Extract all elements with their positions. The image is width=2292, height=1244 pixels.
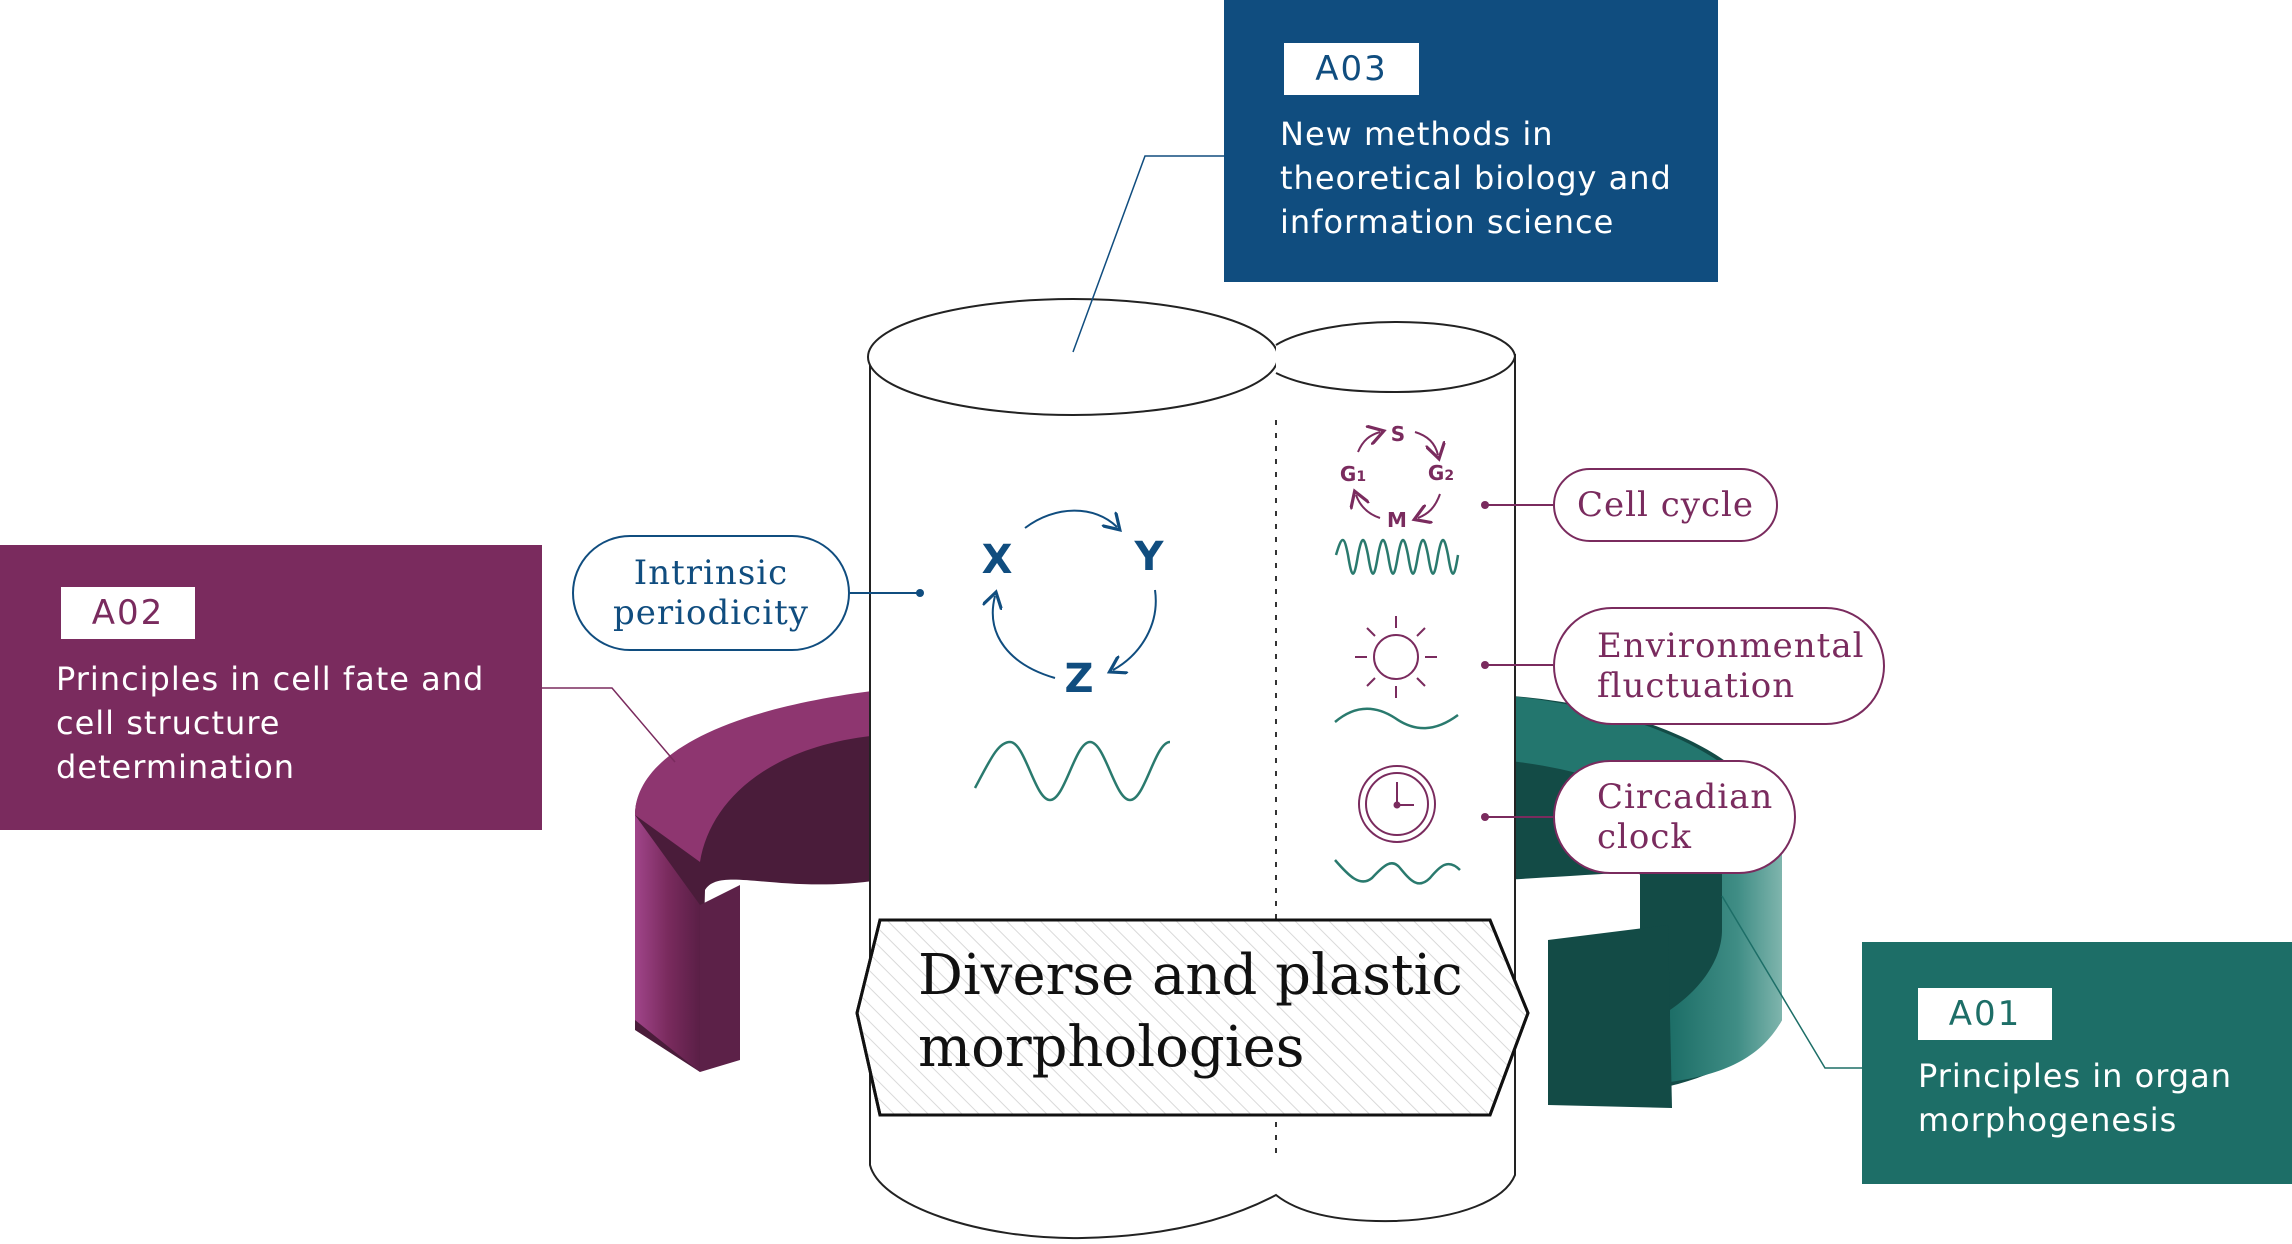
node-z: Z [1064,656,1093,702]
circadian-clock-label: Circadian clock [1553,760,1796,874]
group-a01-box: A01 Principles in organ morphogenesis [1862,942,2292,1184]
phase-s: S [1391,422,1405,446]
morphologies-frame [855,918,1530,1117]
phase-m: M [1387,508,1407,532]
group-code-a02: A02 [61,587,195,639]
group-description-a03: New methods in theoretical biology and i… [1280,115,1672,241]
sun-icon [1334,616,1459,730]
clock-icon [1334,765,1461,885]
teal-ring [1500,695,1782,1108]
cell-cycle-icon: S G2 M G1 [1334,422,1460,575]
environmental-fluctuation-label: Environmental fluctuation [1553,607,1885,725]
xyz-cycle-diagram: X Y Z [973,509,1171,802]
phase-g2: G2 [1428,461,1454,485]
node-x: X [982,537,1013,583]
group-description-a02: Principles in cell fate and cell structu… [56,660,485,786]
group-a03-box: A03 New methods in theoretical biology a… [1224,0,1718,282]
phase-g1: G1 [1340,462,1366,486]
node-y: Y [1134,534,1165,580]
purple-ring [635,690,880,1072]
intrinsic-periodicity-label: Intrinsic periodicity [572,535,850,651]
group-code-a03: A03 [1284,43,1419,95]
group-description-a01: Principles in organ morphogenesis [1918,1057,2232,1139]
diagram-title: Diverse and plastic morphologies [918,943,1463,1080]
group-a02-box: A02 Principles in cell fate and cell str… [0,545,542,830]
connector-lines [542,155,1862,1069]
cell-cycle-label: Cell cycle [1553,468,1778,542]
group-code-a01: A01 [1918,988,2052,1040]
